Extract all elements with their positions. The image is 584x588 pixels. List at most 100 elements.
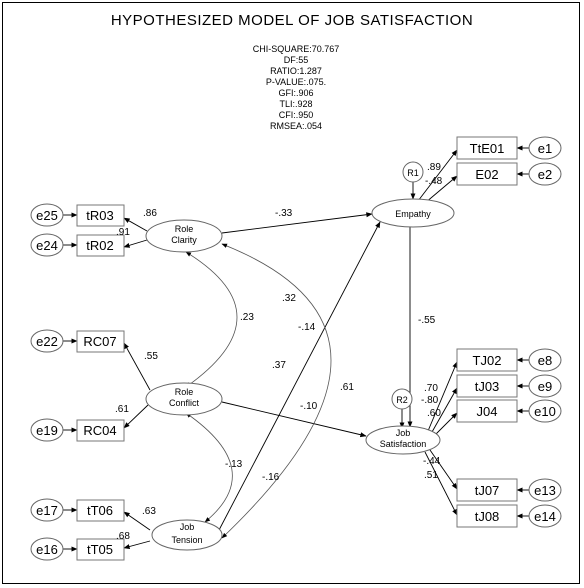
error-e19: e19 (30, 418, 64, 442)
loading-conflict-RC07 (123, 342, 151, 391)
svg-text:e25: e25 (36, 208, 58, 223)
path-clarity-empathy (221, 212, 373, 234)
svg-text:Satisfaction: Satisfaction (380, 439, 427, 449)
svg-text:e8: e8 (538, 353, 552, 368)
covariance-clarity-tension (221, 243, 332, 539)
latent-job-tension: Job Tension (151, 519, 223, 551)
indicator-tR02: tR02 (76, 234, 125, 257)
diagram-frame (2, 2, 580, 584)
covariance-label-conflict-empathy-extra: -.16 (262, 472, 280, 483)
error-e8: e8 (528, 348, 562, 372)
loading-empathy-E02 (424, 175, 458, 204)
loading-label-tR02: .91 (116, 227, 130, 238)
loading-label-tR03: .86 (143, 208, 157, 219)
loading-label-tJ03: -.80 (421, 395, 439, 406)
svg-text:e9: e9 (538, 379, 552, 394)
error-e24: e24 (30, 233, 64, 257)
indicator-TJ02: TJ02 (456, 348, 518, 372)
svg-text:e2: e2 (538, 167, 552, 182)
indicator-tJ07: tJ07 (456, 478, 518, 502)
latent-job-satisfaction: Job Satisfaction (365, 425, 441, 455)
residual-r2: R2 (391, 388, 413, 410)
covariance-label-clarity-tension: -.14 (298, 322, 316, 333)
svg-text:e19: e19 (36, 423, 58, 438)
latent-role-conflict: Role Conflict (145, 382, 223, 416)
loading-clarity-tR03 (123, 217, 148, 232)
error-e17: e17 (30, 498, 64, 522)
error-e13: e13 (528, 478, 562, 502)
diagram-title: HYPOTHESIZED MODEL OF JOB SATISFACTION (110, 12, 474, 29)
svg-text:TtE01: TtE01 (470, 141, 505, 156)
fit-stat-gfi: GFI:.906 (278, 88, 314, 98)
svg-text:Conflict: Conflict (169, 398, 200, 408)
indicator-tJ03: tJ03 (456, 374, 518, 398)
svg-text:tJ03: tJ03 (475, 379, 500, 394)
svg-text:e10: e10 (534, 404, 556, 419)
loading-label-tT06: .63 (142, 506, 156, 517)
loading-satisfaction-J04 (435, 412, 458, 435)
loading-label-RC07: .55 (144, 351, 158, 362)
latent-empathy: Empathy (371, 198, 455, 228)
svg-text:tJ08: tJ08 (475, 509, 500, 524)
svg-text:e16: e16 (36, 542, 58, 557)
latent-role-clarity: Role Clarity (145, 219, 223, 253)
indicator-tR03: tR03 (76, 204, 125, 227)
path-conflict-satisfaction (221, 401, 367, 438)
indicator-TtE01: TtE01 (456, 136, 518, 160)
loading-satisfaction-tJ08 (424, 451, 458, 516)
loading-label-J04: .60 (427, 408, 441, 419)
error-e10: e10 (528, 399, 562, 423)
loading-satisfaction-TJ02 (427, 361, 458, 432)
loading-satisfaction-tJ03 (431, 387, 458, 433)
svg-text:Role: Role (175, 387, 194, 397)
svg-text:e22: e22 (36, 334, 58, 349)
residual-r1: R1 (402, 161, 424, 183)
path-label-conflict-satisfaction: -.10 (300, 401, 318, 412)
svg-text:tT05: tT05 (87, 542, 113, 557)
path-label-empathy-satisfaction: -.55 (418, 315, 436, 326)
path-label-tension-satisfaction: .61 (340, 382, 354, 393)
fit-stat-rmsea: RMSEA:.054 (269, 121, 323, 131)
svg-text:R2: R2 (396, 395, 408, 405)
path-tension-empathy (217, 221, 381, 533)
svg-text:Tension: Tension (171, 535, 202, 545)
covariance-label-clarity-conflict: .23 (240, 312, 254, 323)
indicator-E02: E02 (456, 162, 518, 186)
error-e14: e14 (528, 504, 562, 528)
path-label-tension-empathy: .37 (272, 360, 286, 371)
loading-label-TtE01: .89 (427, 162, 441, 173)
loading-tension-tT05 (123, 540, 151, 549)
fit-stat-chi-square: CHI-SQUARE:70.767 (252, 44, 340, 54)
error-e16: e16 (30, 537, 64, 561)
error-e9: e9 (528, 374, 562, 398)
svg-text:Job: Job (180, 522, 195, 532)
svg-text:e1: e1 (538, 141, 552, 156)
error-e22: e22 (30, 329, 64, 353)
covariance-label-conflict-tension: -.13 (225, 459, 243, 470)
svg-text:TJ02: TJ02 (473, 353, 502, 368)
indicator-RC07: RC07 (76, 330, 125, 353)
svg-text:Clarity: Clarity (171, 235, 197, 245)
fit-stat-tli: TLI:.928 (279, 99, 313, 109)
loading-label-E02: -.48 (425, 176, 443, 187)
loading-label-TJ02: .70 (424, 383, 438, 394)
indicator-tT06: tT06 (76, 499, 125, 522)
svg-text:J04: J04 (477, 404, 498, 419)
loading-tension-tT06 (123, 511, 151, 531)
svg-text:tR03: tR03 (86, 208, 113, 223)
error-e25: e25 (30, 203, 64, 227)
loading-label-RC04: .61 (115, 404, 129, 415)
fit-stat-ratio: RATIO:1.287 (270, 66, 322, 76)
svg-text:Empathy: Empathy (395, 209, 431, 219)
fit-statistics: CHI-SQUARE:70.767 DF:55 RATIO:1.287 P-VA… (196, 44, 396, 132)
error-e1: e1 (528, 136, 562, 160)
covariance-conflict-tension (185, 412, 233, 523)
loading-label-tT05: .68 (116, 531, 130, 542)
indicator-J04: J04 (456, 399, 518, 423)
loading-label-tJ08: .51 (424, 470, 438, 481)
loading-empathy-TtE01 (417, 149, 458, 202)
indicator-RC04: RC04 (76, 419, 125, 442)
svg-text:E02: E02 (475, 167, 498, 182)
error-e2: e2 (528, 162, 562, 186)
